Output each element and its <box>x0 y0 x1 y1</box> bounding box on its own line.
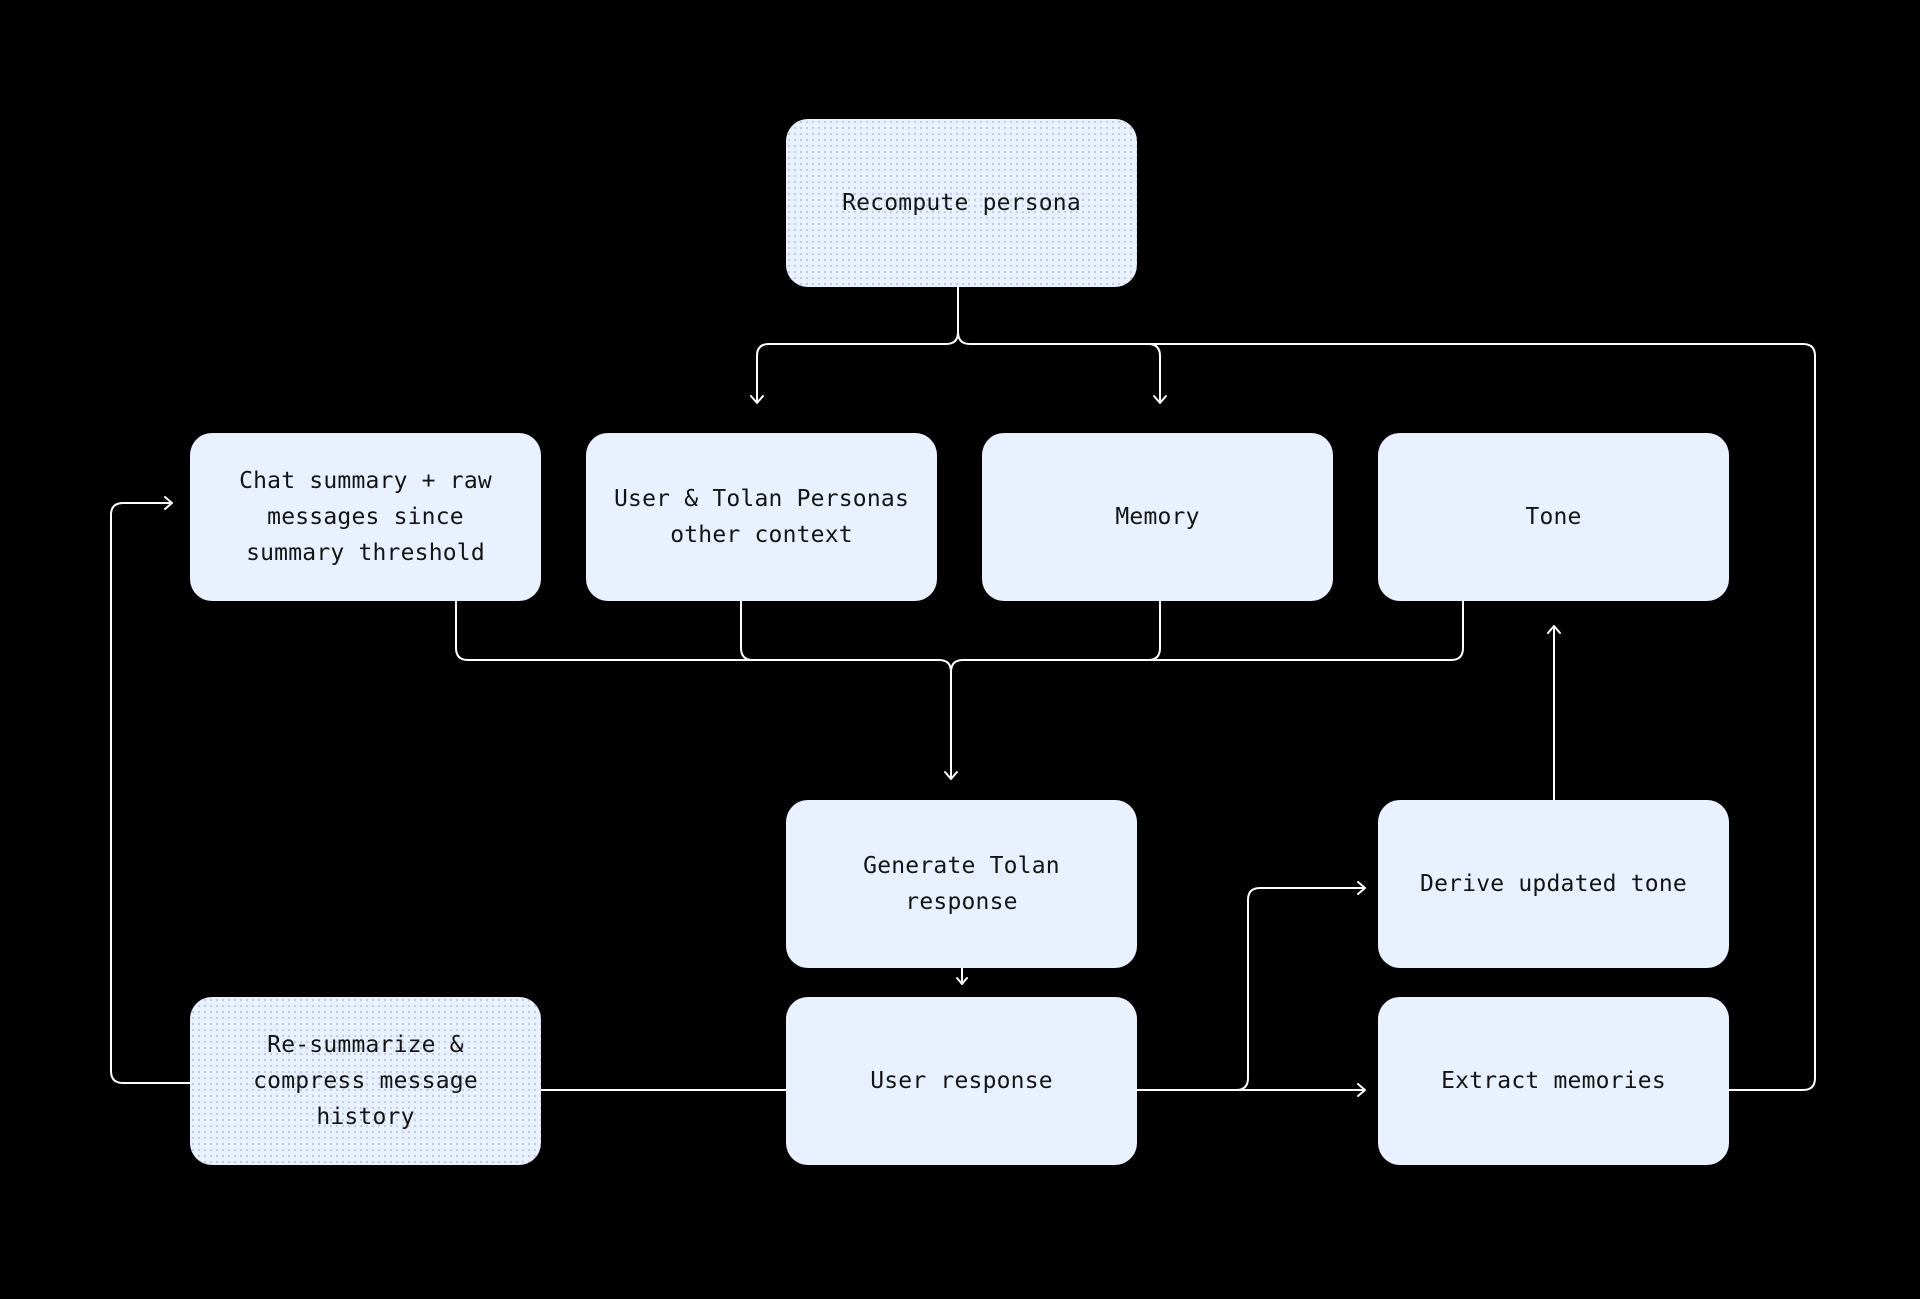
connector-tone-merge <box>1147 600 1464 661</box>
arrowhead-chat <box>164 496 173 510</box>
personas-node: User & Tolan Personas other context <box>586 433 937 601</box>
arrowhead-memory <box>1153 395 1167 404</box>
arrowhead-extract <box>1357 1083 1366 1097</box>
chat-summary-node: Chat summary + raw messages since summar… <box>190 433 541 601</box>
derive-tone-node: Derive updated tone <box>1378 800 1729 968</box>
arrowhead-personas <box>750 395 764 404</box>
arrowhead-user <box>956 977 968 985</box>
tone-node: Tone <box>1378 433 1729 601</box>
arrowhead-tone <box>1547 625 1561 634</box>
recompute-persona-label: Recompute persona <box>842 190 1081 216</box>
user-response-node: User response <box>786 997 1137 1165</box>
arrowhead-generate <box>944 771 958 780</box>
extract-memories-node: Extract memories <box>1378 997 1729 1165</box>
generate-response-node: Generate Tolan response <box>786 800 1137 968</box>
chat-summary-label: Chat summary + raw messages since summar… <box>239 468 492 566</box>
recompute-persona-node: Recompute persona <box>786 119 1137 287</box>
connector-resummarize-to-chat <box>110 502 191 1084</box>
resummarize-node: Re-summarize & compress message history <box>190 997 541 1165</box>
extract-memories-label: Extract memories <box>1441 1068 1666 1094</box>
resummarize-label: Re-summarize & compress message history <box>253 1032 478 1130</box>
connector-chat-merge <box>455 600 952 779</box>
generate-response-label: Generate Tolan response <box>863 853 1060 915</box>
connector-memory-merge <box>950 600 1161 673</box>
derive-tone-label: Derive updated tone <box>1420 871 1687 897</box>
connector-user-to-derive <box>1136 887 1365 1091</box>
connector-personas-merge <box>740 600 754 661</box>
memory-node: Memory <box>982 433 1333 601</box>
user-response-label: User response <box>870 1068 1053 1094</box>
connector-recompute-to-personas <box>756 286 959 403</box>
connector-recompute-to-memory <box>957 286 1161 403</box>
memory-label: Memory <box>1115 504 1200 530</box>
arrowhead-derive <box>1357 881 1366 895</box>
tone-label: Tone <box>1525 504 1582 530</box>
personas-label: User & Tolan Personas other context <box>614 486 909 548</box>
connector-recompute-loop-from-extract <box>1147 343 1816 1091</box>
